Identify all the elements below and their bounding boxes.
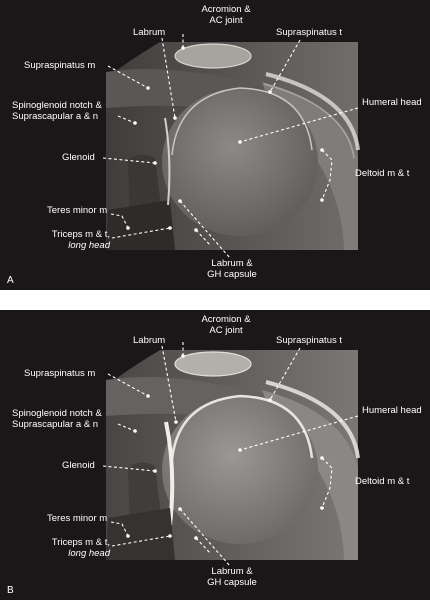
panel-letter-b: B [7, 585, 14, 596]
label-supraspinatus-muscle: Supraspinatus m [24, 60, 96, 71]
label-acromion: Acromion & AC joint [201, 314, 251, 336]
label-supraspinatus-tendon: Supraspinatus t [276, 27, 343, 38]
panel-separator [0, 290, 430, 310]
label-supraspinatus-tendon: Supraspinatus t [276, 335, 343, 346]
label-spinoglenoid: Spinoglenoid notch & Suprascapular a & n [12, 100, 102, 122]
label-supraspinatus-muscle: Supraspinatus m [24, 368, 96, 379]
mri-panel-a: Acromion & AC joint Labrum Supraspinatus… [0, 0, 430, 290]
label-labrum-top: Labrum [133, 335, 166, 346]
mri-image-b [102, 342, 360, 567]
label-glenoid: Glenoid [62, 152, 95, 163]
label-labrum-capsule: Labrum & GH capsule [207, 258, 257, 280]
label-labrum-top: Labrum [133, 27, 166, 38]
label-teres-minor: Teres minor m [47, 205, 108, 216]
label-labrum-capsule: Labrum & GH capsule [207, 566, 257, 588]
label-acromion: Acromion & AC joint [201, 4, 251, 26]
panel-letter-a: A [7, 275, 14, 286]
label-deltoid: Deltoid m & t [355, 476, 410, 487]
label-deltoid: Deltoid m & t [355, 168, 410, 179]
label-humeral-head: Humeral head [362, 97, 422, 108]
label-triceps: Triceps m & t, long head [51, 537, 110, 559]
label-teres-minor: Teres minor m [47, 513, 108, 524]
label-glenoid: Glenoid [62, 460, 95, 471]
label-humeral-head: Humeral head [362, 405, 422, 416]
mri-panel-b: Acromion & AC joint Labrum Supraspinatus… [0, 310, 430, 600]
label-triceps: Triceps m & t, long head [51, 229, 110, 251]
mri-image-a [102, 33, 360, 259]
label-spinoglenoid: Spinoglenoid notch & Suprascapular a & n [12, 408, 102, 430]
